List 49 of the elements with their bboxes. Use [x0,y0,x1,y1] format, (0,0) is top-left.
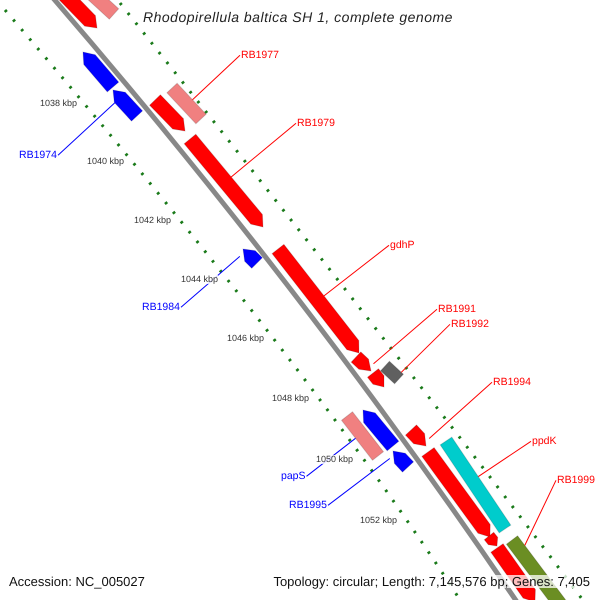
gene-feature [82,51,120,93]
tick-label: 1042 kbp [134,216,172,225]
gene-feature [148,94,186,132]
gene-feature [484,532,498,547]
gene-label: RB1995 [289,500,327,510]
leader-line [373,308,438,364]
tick-label: 1052 kbp [360,516,398,525]
gene-label: ppdK [532,436,557,446]
genome-info-text: Topology: circular; Length: 7,145,576 bp; Genes: 7,405 [273,575,590,588]
title: Rhodopirellula baltica SH 1, complete genome [143,10,453,24]
leader-line [230,122,296,178]
gene-label: papS [281,471,306,482]
gene-feature [271,244,360,354]
gene-feature [404,424,427,447]
leader-line [400,324,450,373]
gene-feature [392,450,414,473]
gene-feature [166,82,207,124]
gene-feature [184,134,264,228]
gene-label: RB1991 [438,304,476,314]
gene-feature [366,368,384,388]
tick-label: 1050 kbp [316,455,354,464]
leader-line [58,102,116,156]
tick-label: 1048 kbp [272,394,310,403]
gene-label: RB1984 [142,302,180,312]
gene-label: RB1992 [451,319,489,330]
gene-label: gdhP [390,240,415,250]
gene-label: RB1977 [241,50,279,60]
leader-line [428,382,492,439]
gene-label: RB1994 [493,377,531,388]
gene-feature [350,351,372,372]
accession-text: Accession: NC_005027 [9,575,145,588]
leader-line [192,54,240,100]
tick-label: 1044 kbp [181,275,218,284]
gene-feature [242,248,263,269]
gene-feature [440,436,512,534]
gene-feature [362,409,400,452]
leader-line [478,440,532,478]
leader-line [524,480,556,546]
gene-label: RB1999 [557,475,595,486]
gene-feature [112,89,144,122]
tick-label: 1046 kbp [227,334,264,343]
gene-feature [380,360,404,384]
leader-line [328,458,390,506]
leader-line [324,244,390,296]
gene-label: RB1974 [19,150,57,160]
tick-label: 1040 kbp [87,157,124,166]
gene-feature [421,446,491,538]
gene-label: RB1979 [297,118,335,128]
tick-label: 1038 kbp [40,99,78,108]
